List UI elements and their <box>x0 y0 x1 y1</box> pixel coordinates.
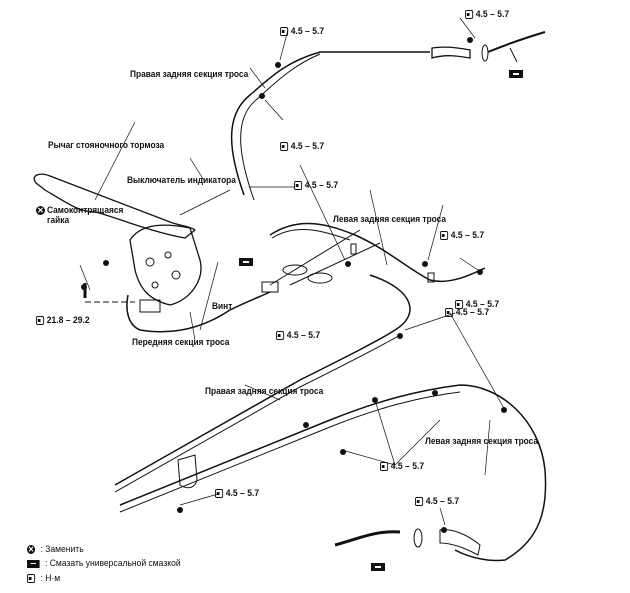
torque-icon <box>440 231 449 240</box>
torque-value: 4.5 – 5.7 <box>450 230 485 241</box>
torque-value: 21.8 – 29.2 <box>46 315 90 326</box>
label-left-rear-cable-bottom: Левая задняя секция троса <box>425 436 539 447</box>
torque-spec: 4.5 – 5.7 <box>276 330 320 341</box>
torque-spec: 4.5 – 5.7 <box>280 26 324 37</box>
torque-spec: 4.5 – 5.7 <box>445 307 489 318</box>
label-right-rear-cable-bottom: Правая задняя секция троса <box>205 386 324 397</box>
torque-value: 4.5 – 5.7 <box>475 9 510 20</box>
torque-icon <box>445 308 454 317</box>
grease-icon <box>239 258 253 266</box>
torque-value: 4.5 – 5.7 <box>465 299 500 310</box>
label-right-rear-cable-top: Правая задняя секция троса <box>130 69 249 80</box>
legend-text: : Смазать универсальной смазкой <box>45 558 181 569</box>
torque-spec: 21.8 – 29.2 <box>36 315 90 326</box>
torque-value: 4.5 – 5.7 <box>290 141 325 152</box>
torque-spec: 4.5 – 5.7 <box>455 299 499 310</box>
grease-icon <box>371 563 385 571</box>
torque-spec: 4.5 – 5.7 <box>215 488 259 499</box>
label-screw: Винт <box>212 301 233 312</box>
label-indicator-switch: Выключатель индикатора <box>127 175 236 186</box>
torque-spec: 4.5 – 5.7 <box>280 141 324 152</box>
replace-icon: ✕ <box>36 206 45 215</box>
label-left-rear-cable-top: Левая задняя секция троса <box>333 214 447 225</box>
torque-icon <box>415 497 424 506</box>
torque-value: 4.5 – 5.7 <box>390 461 425 472</box>
left-rear-cable-top <box>269 222 486 282</box>
right-rear-cable-top <box>230 51 430 196</box>
torque-icon <box>380 462 389 471</box>
torque-value: 4.5 – 5.7 <box>425 496 460 507</box>
torque-icon <box>455 300 464 309</box>
grease-icon <box>509 70 523 78</box>
torque-icon <box>276 331 285 340</box>
front-cable <box>126 291 271 333</box>
torque-value: 4.5 – 5.7 <box>286 330 321 341</box>
legend-grease: : Смазать универсальной смазкой <box>27 558 181 569</box>
replace-icon: ✕ <box>27 545 36 554</box>
torque-icon <box>27 574 36 583</box>
torque-value: 4.5 – 5.7 <box>455 307 490 318</box>
grease-icon <box>27 559 40 568</box>
legend-replace: ✕ : Заменить <box>27 544 84 555</box>
parking-brake-lever <box>33 173 197 239</box>
torque-spec: 4.5 – 5.7 <box>440 230 484 241</box>
label-front-cable: Передняя секция троса <box>132 337 230 348</box>
torque-value: 4.5 – 5.7 <box>290 26 325 37</box>
torque-spec: 4.5 – 5.7 <box>294 180 338 191</box>
torque-icon <box>215 489 224 498</box>
label-parking-brake-lever: Рычаг стояночного тормоза <box>48 140 165 151</box>
right-rear-cable-bottom <box>114 274 411 486</box>
left-rear-cable-bottom <box>119 384 547 562</box>
torque-value: 4.5 – 5.7 <box>304 180 339 191</box>
torque-spec: 4.5 – 5.7 <box>415 496 459 507</box>
torque-value: 4.5 – 5.7 <box>225 488 260 499</box>
torque-icon <box>36 316 45 325</box>
torque-icon <box>280 27 289 36</box>
torque-spec: 4.5 – 5.7 <box>380 461 424 472</box>
fastener-bolts <box>81 37 507 533</box>
label-lock-nut-line2: гайка <box>47 215 70 226</box>
legend-text: : Заменить <box>40 544 84 555</box>
label-lock-nut-line1: Самоконтрящаяся <box>47 205 124 216</box>
torque-icon <box>294 181 303 190</box>
torque-icon <box>280 142 289 151</box>
torque-icon <box>465 10 474 19</box>
legend-text: : Н·м <box>40 573 61 584</box>
torque-spec: 4.5 – 5.7 <box>465 9 509 20</box>
legend-torque: : Н·м <box>27 573 60 584</box>
